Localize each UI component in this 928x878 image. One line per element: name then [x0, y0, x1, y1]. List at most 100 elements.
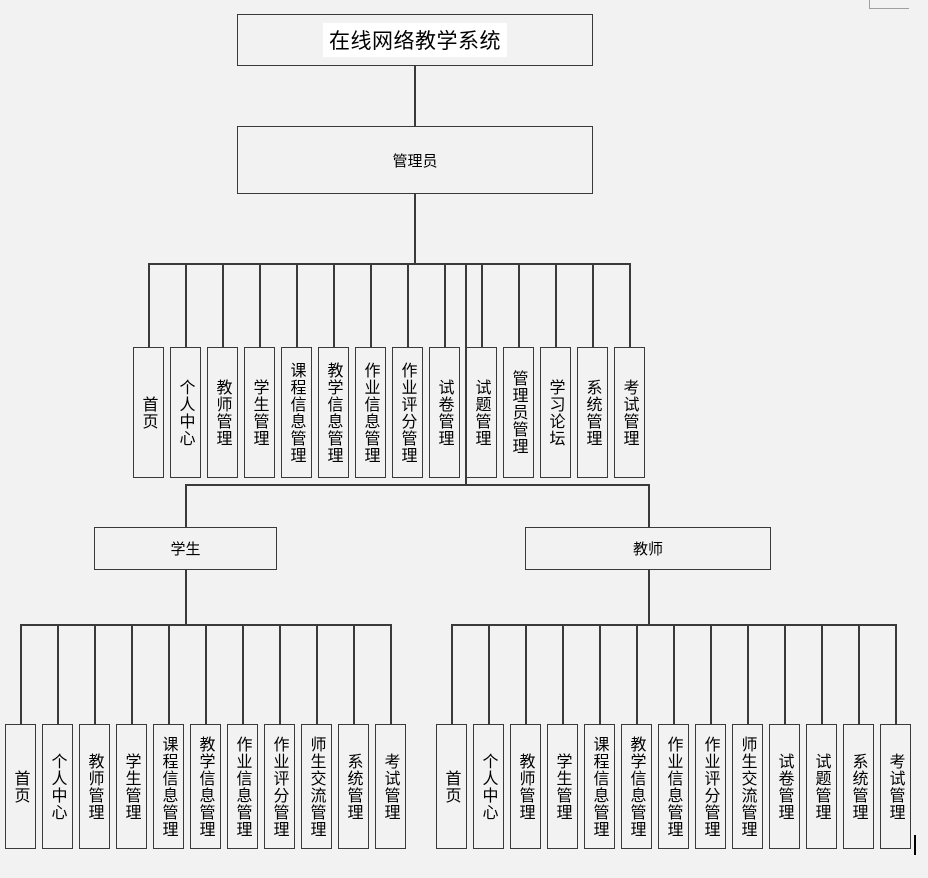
admin-module-label: 课程信息管理: [287, 361, 307, 464]
admin-module-node: 管理员管理: [503, 347, 534, 478]
admin-module-connector: [518, 263, 520, 347]
student-module-connector: [20, 624, 22, 724]
student-label: 学生: [170, 540, 201, 558]
system-title: 在线网络教学系统: [323, 23, 507, 57]
admin-module-connector: [296, 263, 298, 347]
student-module-connector: [168, 624, 170, 724]
admin-module-node: 系统管理: [577, 347, 608, 478]
admin-module-connector: [444, 263, 446, 347]
student-module-label: 作业信息管理: [233, 735, 253, 838]
student-module-label: 考试管理: [381, 752, 401, 821]
teacher-module-connector: [895, 624, 897, 724]
teacher-module-connector: [451, 624, 453, 724]
student-module-node: 作业评分管理: [264, 724, 295, 849]
admin-module-label: 教学信息管理: [324, 361, 344, 464]
admin-module-connector: [407, 263, 409, 347]
admin-module-node: 作业信息管理: [355, 347, 386, 478]
teacher-module-node: 课程信息管理: [584, 724, 615, 849]
student-module-label: 学生管理: [122, 752, 142, 821]
teacher-module-node: 试题管理: [806, 724, 837, 849]
admin-module-label: 教师管理: [213, 378, 233, 447]
admin-module-node: 学生管理: [244, 347, 275, 478]
teacher-module-node: 试卷管理: [769, 724, 800, 849]
student-module-label: 教师管理: [85, 752, 105, 821]
student-module-node: 个人中心: [42, 724, 73, 849]
student-module-connector: [316, 624, 318, 724]
teacher-module-node: 学生管理: [547, 724, 578, 849]
teacher-label: 教师: [632, 540, 663, 558]
admin-module-node: 试题管理: [466, 347, 497, 478]
teacher-module-label: 教学信息管理: [627, 735, 647, 838]
admin-module-node: 学习论坛: [540, 347, 571, 478]
admin-label: 管理员: [392, 151, 438, 170]
student-node: 学生: [94, 527, 277, 570]
teacher-module-connector: [673, 624, 675, 724]
teacher-module-label: 师生交流管理: [738, 735, 758, 838]
student-module-label: 课程信息管理: [159, 735, 179, 838]
student-module-label: 系统管理: [344, 752, 364, 821]
teacher-module-label: 学生管理: [553, 752, 573, 821]
connector-title-admin: [414, 66, 416, 126]
student-module-node: 系统管理: [338, 724, 369, 849]
roles-bus: [185, 484, 649, 486]
admin-module-connector: [259, 263, 261, 347]
student-module-node: 教学信息管理: [190, 724, 221, 849]
admin-module-label: 学习论坛: [546, 378, 566, 447]
admin-module-label: 考试管理: [620, 378, 640, 447]
student-module-label: 个人中心: [48, 752, 68, 821]
teacher-module-label: 教师管理: [516, 752, 536, 821]
student-module-node: 教师管理: [79, 724, 110, 849]
teacher-module-label: 试卷管理: [775, 752, 795, 821]
teacher-module-node: 个人中心: [473, 724, 504, 849]
admin-module-label: 系统管理: [583, 378, 603, 447]
student-module-connector: [279, 624, 281, 724]
teacher-module-connector: [821, 624, 823, 724]
admin-module-connector: [333, 263, 335, 347]
text-cursor: [914, 835, 916, 855]
admin-module-label: 作业信息管理: [361, 361, 381, 464]
student-module-node: 师生交流管理: [301, 724, 332, 849]
teacher-module-node: 教师管理: [510, 724, 541, 849]
admin-module-connector: [185, 263, 187, 347]
system-title-node: 在线网络教学系统: [237, 14, 593, 66]
admin-module-node: 试卷管理: [429, 347, 460, 478]
teacher-module-connector: [747, 624, 749, 724]
admin-bus: [148, 263, 630, 265]
connector-teacher-bus: [648, 570, 650, 625]
teacher-node: 教师: [525, 527, 771, 570]
student-module-label: 首页: [11, 769, 31, 804]
teacher-module-node: 考试管理: [880, 724, 911, 849]
teacher-module-connector: [710, 624, 712, 724]
admin-module-node: 首页: [133, 347, 164, 478]
admin-module-label: 试题管理: [472, 378, 492, 447]
student-module-node: 考试管理: [375, 724, 406, 849]
admin-module-label: 作业评分管理: [398, 361, 418, 464]
admin-module-node: 作业评分管理: [392, 347, 423, 478]
teacher-module-label: 系统管理: [849, 752, 869, 821]
connector-admin-roles: [465, 263, 467, 485]
student-module-connector: [242, 624, 244, 724]
page-corner-mark: [869, 0, 909, 9]
teacher-module-connector: [599, 624, 601, 724]
connector-to-teacher: [648, 484, 650, 527]
admin-node: 管理员: [237, 126, 593, 194]
admin-module-label: 学生管理: [250, 378, 270, 447]
student-module-node: 首页: [5, 724, 36, 849]
teacher-module-label: 考试管理: [886, 752, 906, 821]
admin-module-label: 试卷管理: [435, 378, 455, 447]
student-module-label: 师生交流管理: [307, 735, 327, 838]
teacher-module-connector: [488, 624, 490, 724]
student-module-node: 作业信息管理: [227, 724, 258, 849]
student-module-connector: [131, 624, 133, 724]
connector-admin-bus: [414, 194, 416, 264]
student-module-node: 课程信息管理: [153, 724, 184, 849]
teacher-module-connector: [562, 624, 564, 724]
student-module-connector: [353, 624, 355, 724]
teacher-module-label: 课程信息管理: [590, 735, 610, 838]
teacher-module-node: 系统管理: [843, 724, 874, 849]
admin-module-node: 教学信息管理: [318, 347, 349, 478]
teacher-module-label: 试题管理: [812, 752, 832, 821]
teacher-module-connector: [858, 624, 860, 724]
teacher-module-node: 师生交流管理: [732, 724, 763, 849]
teacher-module-node: 教学信息管理: [621, 724, 652, 849]
